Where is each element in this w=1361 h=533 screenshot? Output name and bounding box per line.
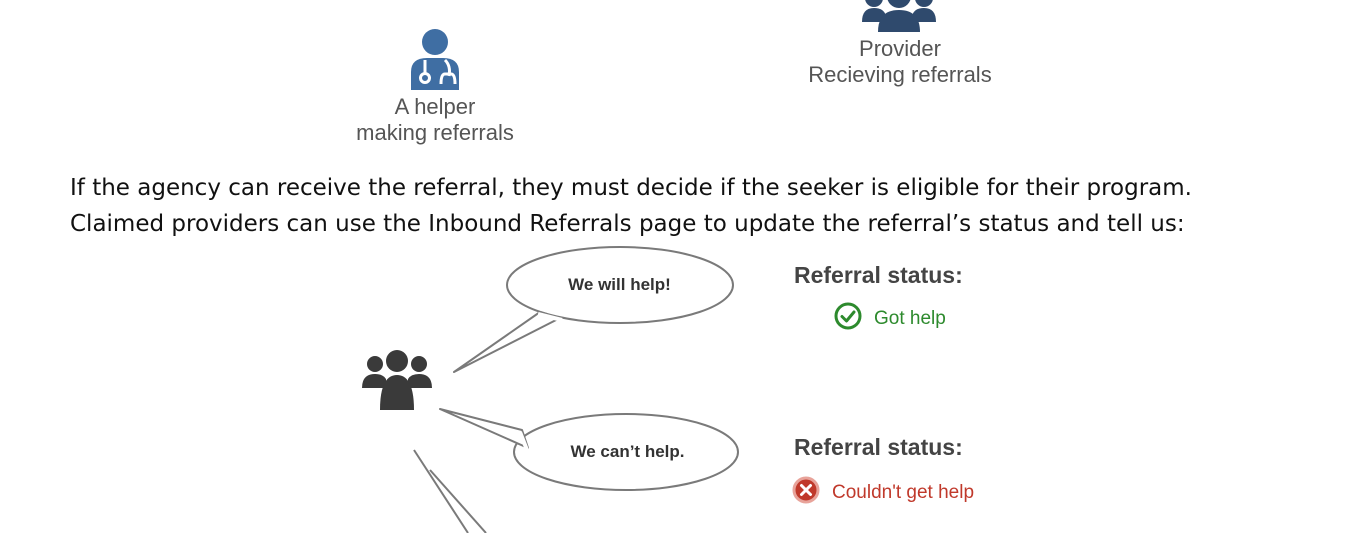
speech-bubble-3-tail: [413, 449, 487, 533]
paragraph-line1: If the agency can receive the referral, …: [70, 175, 1192, 201]
status-value-got-help: Got help: [874, 307, 946, 329]
helper-caption-line1: A helper: [394, 94, 476, 119]
bubble-text-help: We will help!: [568, 275, 671, 294]
referral-status-label-1: Referral status:: [794, 262, 963, 288]
helper-caption: A helper making referrals: [320, 94, 550, 146]
provider-caption: Provider Recieving referrals: [780, 36, 1020, 88]
helper-caption-line2: making referrals: [356, 120, 514, 145]
referral-status-label-2: Referral status:: [794, 434, 963, 460]
status-value-couldnt-get-help: Couldn't get help: [832, 481, 975, 503]
explanation-paragraph: If the agency can receive the referral, …: [70, 170, 1350, 242]
doctor-icon: [405, 28, 465, 92]
speech-bubble-1: [453, 246, 734, 373]
provider-caption-line2: Recieving referrals: [808, 62, 992, 87]
x-circle-icon: [792, 476, 820, 509]
referral-status-couldnt-get-help: Couldn't get help: [792, 476, 974, 509]
paragraph-line2: Claimed providers can use the Inbound Re…: [70, 211, 1185, 237]
speech-bubble-2: [439, 408, 739, 491]
group-icon: [362, 350, 432, 410]
provider-caption-line1: Provider: [859, 36, 941, 61]
group-icon: [860, 0, 938, 34]
bubble-text-cant-help: We can’t help.: [570, 442, 685, 461]
referral-status-got-help: Got help: [834, 302, 946, 335]
check-circle-icon: [834, 302, 862, 335]
